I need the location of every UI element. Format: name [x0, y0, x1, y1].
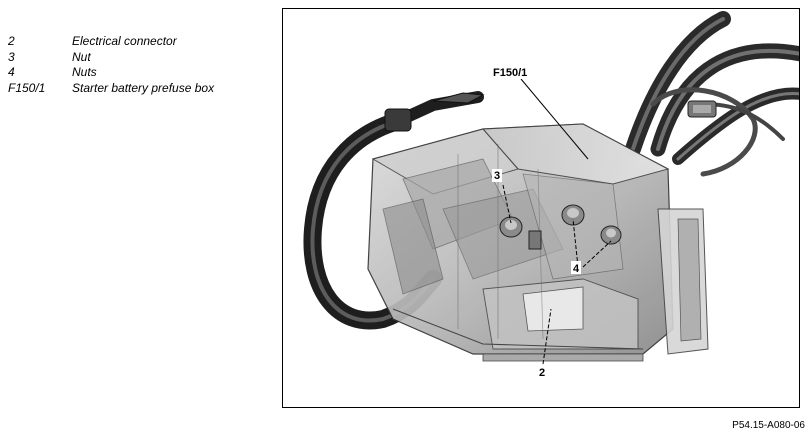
leader-2 [542, 308, 552, 365]
legend-row: F150/1 Starter battery prefuse box [8, 81, 214, 97]
legend-row: 4 Nuts [8, 65, 214, 81]
prefuse-box-illustration: F150/1 3 4 2 [303, 11, 799, 379]
legend-description: Starter battery prefuse box [72, 80, 215, 95]
legend-row: 2 Electrical connector [8, 34, 214, 50]
callout-4-bg [571, 261, 581, 274]
callout-f150: F150/1 [493, 67, 527, 79]
legend-code: 2 [8, 34, 15, 48]
nut-3 [499, 216, 523, 238]
leader-lines [502, 78, 612, 365]
callout-4: 4 [573, 263, 580, 275]
callout-2-bg [537, 366, 547, 379]
legend: 2 Electrical connector 3 Nut 4 Nuts F150… [8, 34, 214, 96]
legend-description: Nut [72, 49, 91, 64]
legend-code: 3 [8, 49, 15, 64]
nut-4a [561, 204, 585, 226]
right-cables [625, 11, 799, 177]
legend-description: Nuts [72, 65, 97, 79]
legend-code: 4 [8, 65, 15, 79]
nut-4b [600, 225, 622, 245]
leader-3 [502, 184, 512, 224]
legend-row: 3 Nut [8, 50, 214, 66]
figure-frame: F150/1 3 4 2 [282, 8, 800, 408]
callout-3-bg [492, 169, 502, 182]
leader-4b [582, 240, 612, 268]
callout-2: 2 [539, 367, 545, 379]
callout-f150-bg [489, 66, 531, 79]
callout-3: 3 [494, 170, 500, 182]
cable-connector-plug [687, 100, 717, 118]
prefuse-box-housing [367, 123, 709, 362]
leader-f150 [520, 78, 589, 160]
cable-lug [384, 92, 485, 132]
terminal-stud [528, 230, 542, 250]
leader-4a [572, 218, 579, 268]
legend-code: F150/1 [8, 80, 46, 95]
legend-description: Electrical connector [72, 34, 177, 48]
figure-code: P54.15-A080-06 [732, 420, 805, 431]
